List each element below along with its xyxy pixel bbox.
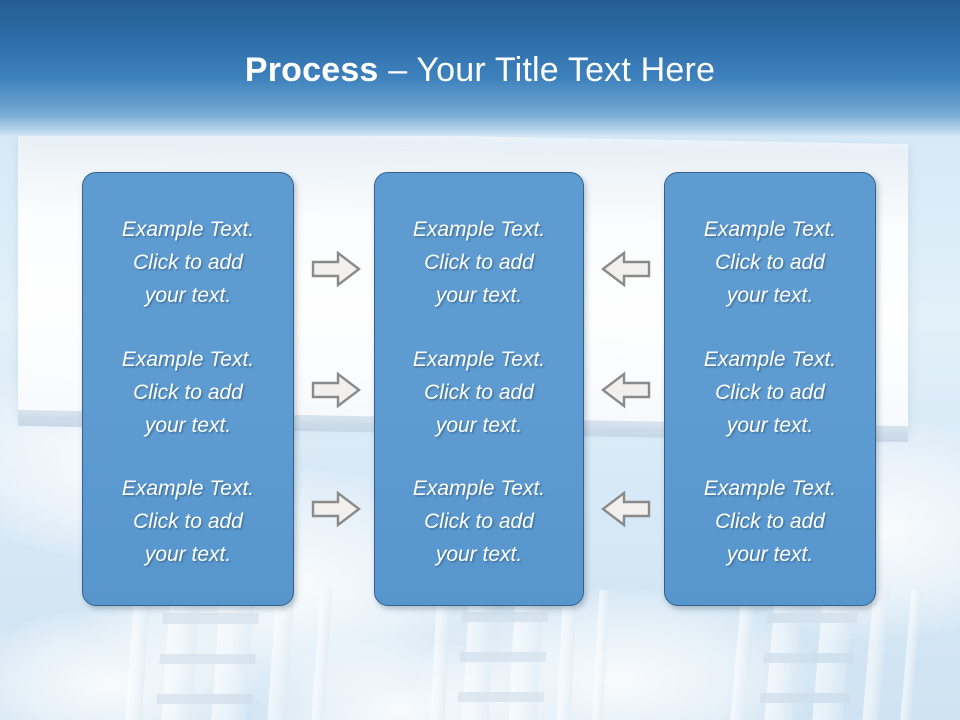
process-text-left-2: Example Text. Click to add your text. [121, 347, 255, 437]
process-text-right-3: Example Text. Click to add your text. [703, 477, 837, 566]
arrow-left-icon[interactable] [600, 370, 652, 410]
process-text-left-3: Example Text. Click to add your text. [121, 477, 255, 566]
process-box-middle[interactable]: Example Text. Click to add your text. Ex… [374, 172, 584, 606]
process-box-right[interactable]: Example Text. Click to add your text. Ex… [664, 172, 876, 606]
arrow-left-icon[interactable] [600, 249, 652, 289]
page-title-strong: Process [244, 51, 379, 89]
process-text-middle-3: Example Text. Click to add your text. [412, 477, 546, 566]
process-text-right-2: Example Text. Click to add your text. [703, 347, 837, 437]
process-text-middle-1: Example Text. Click to add your text. [412, 218, 546, 307]
arrow-right-icon[interactable] [310, 370, 362, 410]
process-text-middle-2: Example Text. Click to add your text. [412, 347, 546, 437]
page-title-light: Your Title Text Here [416, 51, 716, 89]
page-title-separator: – [378, 51, 417, 89]
process-text-right-1: Example Text. Click to add your text. [703, 218, 837, 307]
process-text-left-1: Example Text. Click to add your text. [121, 218, 255, 307]
page-title: Process – Your Title Text Here [0, 50, 960, 90]
arrow-right-icon[interactable] [310, 489, 362, 529]
arrow-right-icon[interactable] [310, 249, 362, 289]
header-band: Process – Your Title Text Here [0, 0, 960, 136]
process-box-left[interactable]: Example Text. Click to add your text. Ex… [82, 172, 294, 606]
arrow-left-icon[interactable] [600, 489, 652, 529]
